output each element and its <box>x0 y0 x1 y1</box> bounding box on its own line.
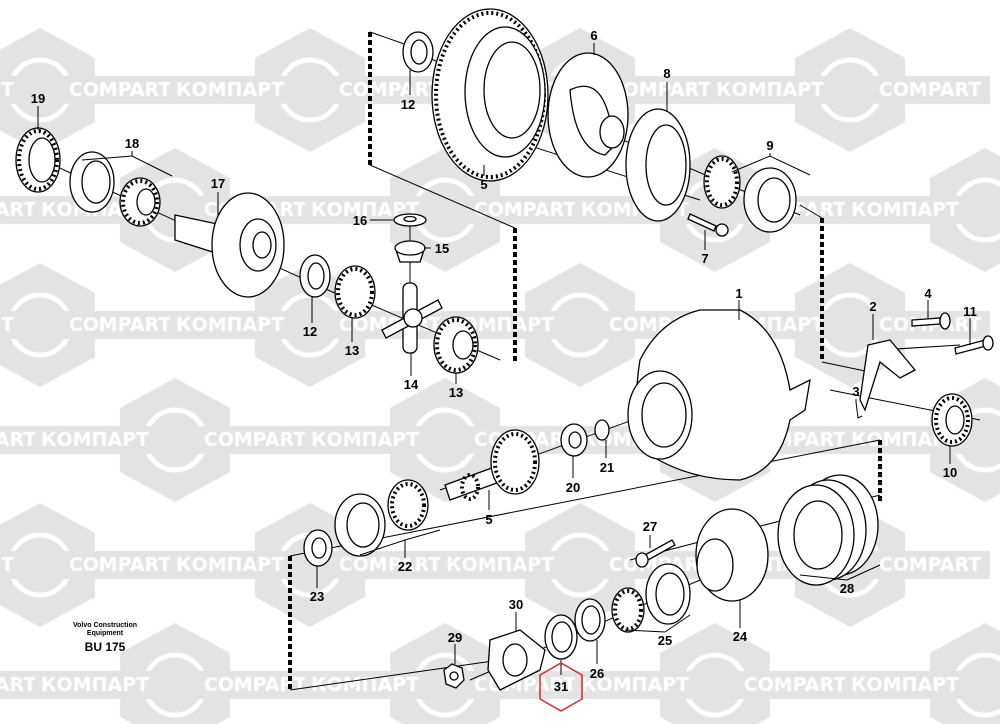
part-22-bearing <box>334 479 429 557</box>
part-27-bolt <box>635 539 676 568</box>
part-24-hub <box>695 508 769 602</box>
part-31-seal <box>544 614 578 660</box>
assembly-frame-differential <box>368 31 871 373</box>
label-30[interactable]: 30 <box>509 597 523 612</box>
caption-line-1: Volvo Construction <box>72 622 138 629</box>
part-11-bolt <box>954 335 994 355</box>
part-3-pin <box>855 401 863 419</box>
part-29-nut <box>443 663 465 689</box>
part-30-yoke <box>487 629 546 691</box>
label-19[interactable]: 19 <box>31 91 45 106</box>
label-16[interactable]: 16 <box>353 213 367 228</box>
label-23[interactable]: 23 <box>310 589 324 604</box>
part-12-thrust-washer <box>299 254 331 298</box>
label-13-right[interactable]: 13 <box>449 385 463 400</box>
label-12-mid[interactable]: 12 <box>303 324 317 339</box>
label-12-top[interactable]: 12 <box>401 97 415 112</box>
part-26-seal <box>574 598 606 642</box>
part-25-bearing <box>611 563 691 633</box>
label-20[interactable]: 20 <box>566 480 580 495</box>
part-17-flange <box>174 192 285 298</box>
part-16-washer <box>393 213 427 227</box>
part-7-bolt <box>687 213 729 237</box>
label-17[interactable]: 17 <box>211 176 225 191</box>
assembly-frame-pinion <box>288 439 882 691</box>
label-24[interactable]: 24 <box>733 629 748 644</box>
label-27[interactable]: 27 <box>643 519 657 534</box>
part-18-bearing <box>69 151 161 227</box>
part-23-seal <box>303 529 333 567</box>
label-25[interactable]: 25 <box>658 633 672 648</box>
label-21[interactable]: 21 <box>600 460 614 475</box>
part-19-ring <box>15 127 61 193</box>
caption-line-2: Equipment <box>86 630 124 637</box>
label-13-left[interactable]: 13 <box>345 343 359 358</box>
part-20-bearing <box>560 423 588 457</box>
label-14[interactable]: 14 <box>404 377 419 392</box>
part-13-side-gear-lower <box>433 316 479 374</box>
label-10[interactable]: 10 <box>943 465 957 480</box>
label-5-bottom[interactable]: 5 <box>485 512 492 527</box>
part-5-pinion <box>444 429 540 501</box>
part-2-bracket <box>859 339 917 412</box>
label-29[interactable]: 29 <box>448 630 462 645</box>
part-28-disc-pack <box>777 474 879 586</box>
part-9-bearing <box>703 155 797 233</box>
part-labels: 19 18 17 12 5 6 8 9 7 16 15 12 13 14 13 … <box>31 28 977 712</box>
label-5-top[interactable]: 5 <box>480 177 487 192</box>
label-28[interactable]: 28 <box>840 581 854 596</box>
part-21-circlip <box>594 419 610 441</box>
label-6[interactable]: 6 <box>590 28 597 43</box>
part-14-spider <box>381 282 443 354</box>
label-2[interactable]: 2 <box>869 299 876 314</box>
diagram-code: BU 175 <box>84 640 126 654</box>
label-15[interactable]: 15 <box>435 241 449 256</box>
label-31-highlighted[interactable]: 31 <box>554 679 568 694</box>
label-22[interactable]: 22 <box>398 559 412 574</box>
label-8[interactable]: 8 <box>663 66 670 81</box>
part-5-ring-gear <box>431 8 549 182</box>
part-4-bolt <box>911 312 951 330</box>
part-1-axle-housing <box>627 309 811 481</box>
label-7[interactable]: 7 <box>701 251 708 266</box>
label-4[interactable]: 4 <box>924 286 932 301</box>
label-1[interactable]: 1 <box>735 286 742 301</box>
part-8-lock-plate <box>625 108 691 222</box>
part-10-bearing <box>931 393 973 447</box>
label-26[interactable]: 26 <box>590 666 604 681</box>
label-11[interactable]: 11 <box>963 304 977 319</box>
label-9[interactable]: 9 <box>766 138 773 153</box>
part-12-thrust-washer-top <box>402 31 434 73</box>
leader-lines <box>37 43 971 675</box>
manufacturer-caption: Volvo Construction Equipment <box>60 622 150 638</box>
part-6-differential-housing <box>547 52 629 178</box>
label-18[interactable]: 18 <box>125 136 139 151</box>
part-13-side-gear <box>334 265 376 319</box>
label-3[interactable]: 3 <box>852 384 859 399</box>
part-15-pinion-gear <box>394 240 426 263</box>
highlight-hexagon <box>539 662 583 712</box>
